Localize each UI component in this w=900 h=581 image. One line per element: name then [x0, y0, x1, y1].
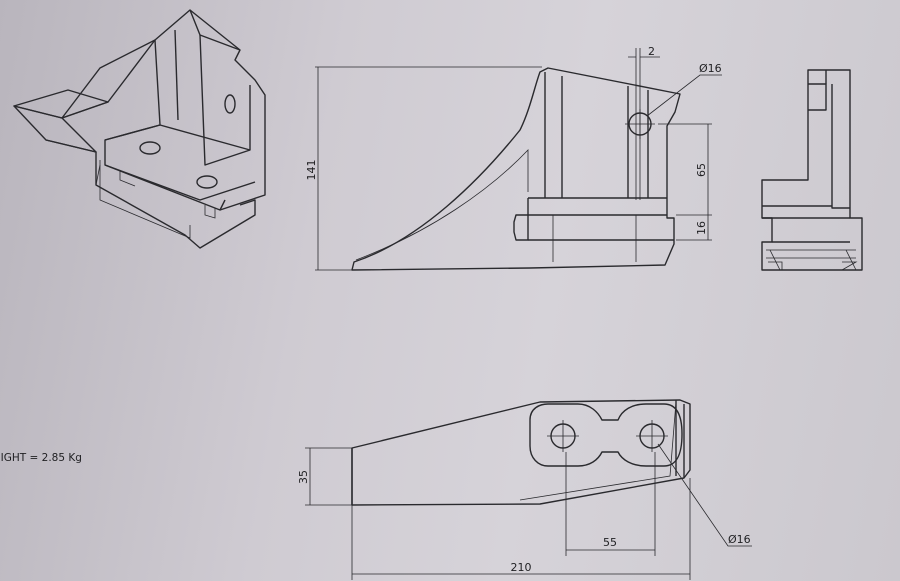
dimension-141: 141 [305, 160, 318, 181]
dimension-65: 65 [695, 163, 708, 177]
front-view: 2 Ø16 141 65 16 [305, 45, 722, 271]
isometric-view [13, 9, 266, 249]
side-view [761, 69, 863, 271]
dimension-16: 16 [695, 221, 708, 235]
dimension-dia16-front: Ø16 [699, 62, 722, 75]
top-view: 35 55 Ø16 210 [297, 399, 752, 580]
dimension-55: 55 [603, 536, 617, 549]
dimension-2: 2 [648, 45, 655, 58]
weight-note: EIGHT = 2.85 Kg [0, 452, 82, 464]
dimension-35: 35 [297, 470, 310, 484]
dimension-210: 210 [511, 561, 532, 574]
dimension-dia16-top: Ø16 [728, 533, 751, 546]
